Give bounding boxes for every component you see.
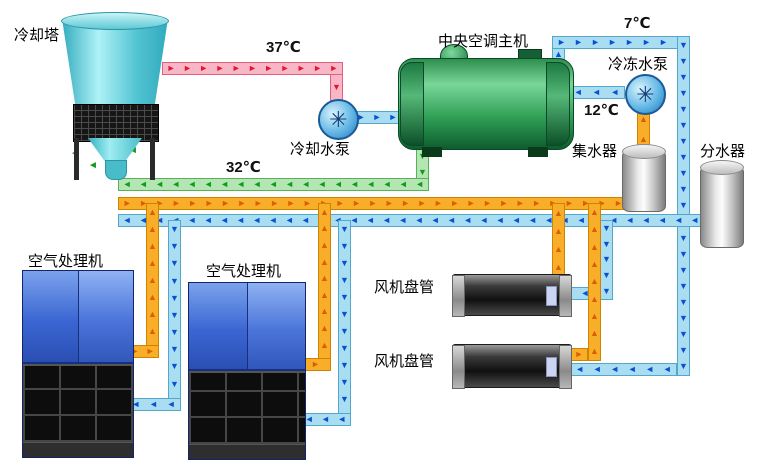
- fcu-label-sticker: [546, 286, 557, 306]
- ahu-coil-grille: [23, 363, 133, 442]
- fcu-end-cap: [559, 275, 572, 317]
- pipe-fcu2-return-riser: ▲▲▲▲▲▲▲▲▲: [588, 203, 601, 361]
- air-handling-unit-right: [188, 282, 306, 460]
- water-collector: [622, 144, 666, 212]
- pipe-pump-to-chiller: ►►►: [352, 111, 402, 124]
- pipe-chilled-return-main: ►►►►►►►►►►►►►►►►►►►►►►►►►►►►►►►►: [118, 197, 644, 210]
- pipe-ahu1-supply-stub: ◄◄◄: [126, 398, 181, 411]
- cooling-tower-basin: [88, 138, 142, 162]
- cooling-tower: [58, 12, 172, 182]
- ahu-panel: [247, 283, 305, 369]
- cooling-tower-rim: [61, 12, 169, 30]
- ahu-panel: [23, 271, 79, 362]
- chiller-unit: [398, 44, 574, 157]
- ahu-cabinet: [189, 283, 305, 371]
- pipe-cooling-hot-drop: ▼: [330, 74, 343, 101]
- spray-arrow-icon: ◄: [88, 160, 98, 171]
- pipe-ahu2-supply-stub: ◄◄◄: [300, 413, 351, 426]
- cooling-tower-shell: [62, 20, 168, 106]
- chilled-water-pump: ✳: [625, 74, 666, 115]
- pipe-cooling-hot-horizontal: ►►►►►►►►►►►: [162, 62, 343, 75]
- chiller-foot: [422, 147, 442, 157]
- cooling-water-pump: ✳: [318, 99, 359, 140]
- ahu-panel: [189, 283, 248, 369]
- fcu-top-label: 风机盘管: [374, 279, 435, 296]
- chiller-end-cap: [546, 62, 570, 146]
- cooling-pump-label: 冷却水泵: [290, 141, 351, 158]
- distributor-label: 分水器: [700, 143, 746, 160]
- water-distributor-top: [700, 160, 744, 175]
- fcu-bottom-label: 风机盘管: [374, 353, 435, 370]
- pump-impeller-icon: ✳: [636, 81, 655, 107]
- pipe-fcu2-supply-stub: ◄◄◄◄◄◄: [570, 363, 677, 376]
- ahu-left-label: 空气处理机: [28, 253, 104, 270]
- pipe-ahu1-return-riser: ▲▲▲▲▲▲▲▲▲: [146, 203, 159, 358]
- cooling-tower-leg: [150, 138, 155, 180]
- cooling-tower-label: 冷却塔: [14, 27, 60, 44]
- fcu-label-sticker: [546, 356, 557, 378]
- cooling-tower-louver: [73, 104, 159, 142]
- pipe-chilled-supply-top: ►►►►►►►►: [552, 36, 690, 49]
- chiller-body: [398, 58, 574, 150]
- fcu-end-cap: [559, 345, 572, 389]
- water-distributor: [700, 160, 744, 248]
- pipe-fcu2-return-stub: ►: [570, 348, 588, 361]
- chiller-end-cap: [400, 62, 424, 146]
- pipe-ahu2-supply-drop: ▼▼▼▼▼▼▼▼▼▼▼▼: [338, 220, 351, 426]
- fcu-end-cap: [452, 345, 465, 389]
- temp-chilled-supply: 7℃: [624, 15, 651, 32]
- pipe-fcu1-return-riser: ▲▲▲▲: [552, 203, 565, 277]
- fan-coil-unit-bottom: [452, 344, 572, 389]
- pipe-chilled-supply-main: ◄◄◄◄◄◄◄◄◄◄◄◄◄◄◄◄◄◄◄◄◄◄◄◄◄◄◄◄◄◄◄◄◄◄◄◄: [118, 214, 704, 227]
- fcu-end-cap: [452, 275, 465, 317]
- ahu-base: [23, 441, 133, 457]
- air-handling-unit-left: [22, 270, 134, 458]
- ahu-base: [189, 444, 305, 459]
- chilled-pump-label: 冷冻水泵: [608, 56, 669, 73]
- chiller-label: 中央空调主机: [438, 33, 529, 50]
- ahu-panel: [78, 271, 133, 362]
- cooling-tower-leg: [74, 138, 79, 180]
- water-collector-top: [622, 144, 666, 159]
- collector-label: 集水器: [572, 143, 618, 160]
- pipe-fcu1-supply-drop: ▼▼▼▼▼: [600, 220, 613, 300]
- pipe-pump-to-chiller-return: ◄◄◄: [568, 86, 625, 99]
- ahu-cabinet: [23, 271, 133, 364]
- temp-chilled-return: 12℃: [584, 102, 619, 119]
- ahu-right-label: 空气处理机: [206, 263, 282, 280]
- temp-cooling-return: 32℃: [226, 159, 261, 176]
- ahu-coil-grille: [189, 370, 305, 445]
- fan-coil-unit-top: [452, 274, 572, 317]
- pipe-ahu1-supply-drop: ▼▼▼▼▼▼▼▼▼▼▼: [168, 220, 181, 411]
- cooling-tower-outlet: [105, 160, 127, 180]
- temp-cooling-supply: 37℃: [266, 39, 301, 56]
- pump-impeller-icon: ✳: [329, 106, 348, 132]
- pipe-ahu2-return-riser: ▲▲▲▲▲▲▲▲▲▲: [318, 203, 331, 371]
- chiller-foot: [528, 147, 548, 157]
- pipe-chilled-supply-right-drop: ▼▼▼▼▼▼▼▼▼▼▼▼▼▼▼▼▼▼▼▼▼: [677, 36, 690, 376]
